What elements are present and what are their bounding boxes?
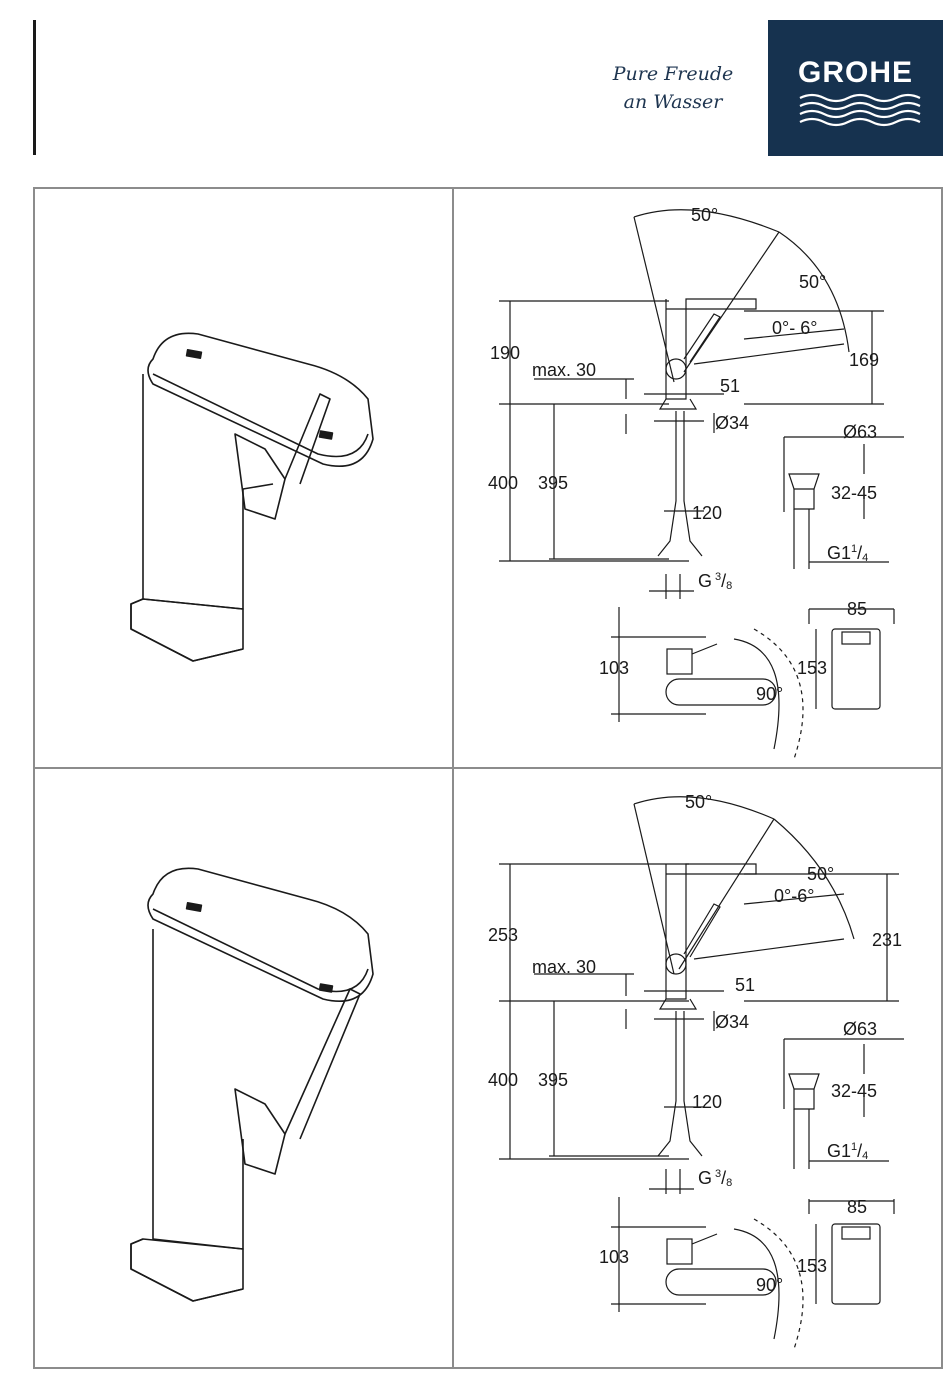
dim-drain-diameter: Ø63	[843, 1019, 877, 1039]
dim-plan-depth: 103	[599, 1247, 629, 1267]
dim-box-width: 85	[847, 599, 867, 619]
logo-waves-icon	[768, 20, 943, 156]
faucet-isometric-2	[35, 769, 451, 1367]
dim-reach: 169	[849, 350, 879, 370]
dim-drain-diameter: Ø63	[843, 422, 877, 442]
slogan-line-2: an Wasser	[598, 88, 748, 116]
technical-drawing-2: 50° 50° 253 231 0°-6° max. 30 51 Ø34 400…	[454, 769, 942, 1367]
technical-drawing-1: 50° 50° 190 169 0°- 6° max. 30 51 Ø34 40…	[454, 189, 942, 766]
dim-hole-diameter: Ø34	[715, 1012, 749, 1032]
connection-thread-den: 8	[726, 580, 732, 592]
dim-height: 190	[490, 343, 520, 363]
left-rule	[33, 20, 36, 155]
dim-box-height: 153	[797, 658, 827, 678]
drain-thread-base: G1	[827, 543, 851, 563]
dim-tilt: 0°- 6°	[772, 318, 817, 338]
dim-angle-top: 50°	[685, 792, 712, 812]
dim-reach: 231	[872, 930, 902, 950]
dim-hose-length: 395	[538, 1070, 568, 1090]
faucet-isometric-1	[35, 189, 451, 766]
dim-angle-right: 50°	[807, 864, 834, 884]
dim-drain-thread: G11/4	[827, 1141, 868, 1162]
dim-tail-length: 120	[692, 1092, 722, 1112]
dim-max-thickness: max. 30	[532, 360, 596, 380]
dim-plan-rotation: 90°	[756, 684, 783, 704]
slogan-line-1: Pure Freude	[598, 60, 748, 88]
dim-angle-top: 50°	[691, 205, 718, 225]
dim-hose-length: 395	[538, 473, 568, 493]
dim-max-thickness: max. 30	[532, 957, 596, 977]
dim-drain-range: 32-45	[831, 483, 877, 503]
connection-thread-den: 8	[726, 1177, 732, 1189]
connection-thread-base: G	[698, 571, 712, 591]
dim-spout-offset: 51	[735, 975, 755, 995]
dim-angle-right: 50°	[799, 272, 826, 292]
dim-below-counter: 400	[488, 473, 518, 493]
dim-hole-diameter: Ø34	[715, 413, 749, 433]
dim-below-counter: 400	[488, 1070, 518, 1090]
grohe-logo: GROHE	[768, 20, 943, 156]
drain-thread-base: G1	[827, 1141, 851, 1161]
dim-tail-length: 120	[692, 503, 722, 523]
dim-box-width: 85	[847, 1197, 867, 1217]
dim-plan-depth: 103	[599, 658, 629, 678]
drain-thread-den: 4	[862, 1150, 868, 1162]
dim-drain-thread: G11/4	[827, 543, 868, 564]
dim-tilt: 0°-6°	[774, 886, 814, 906]
dim-spout-offset: 51	[720, 376, 740, 396]
dim-box-height: 153	[797, 1256, 827, 1276]
connection-thread-base: G	[698, 1168, 712, 1188]
dim-plan-rotation: 90°	[756, 1275, 783, 1295]
dim-height: 253	[488, 925, 518, 945]
brand-slogan: Pure Freude an Wasser	[598, 60, 748, 116]
drain-thread-den: 4	[862, 552, 868, 564]
dim-drain-range: 32-45	[831, 1081, 877, 1101]
